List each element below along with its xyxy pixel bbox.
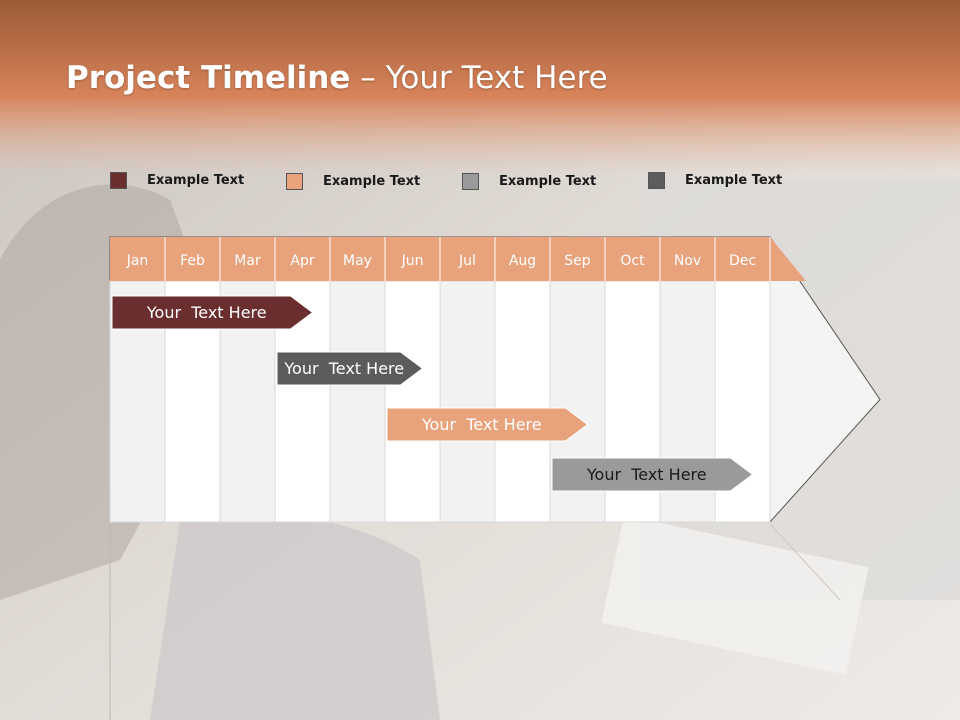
legend-swatch <box>110 172 127 189</box>
task-arrow <box>111 295 314 330</box>
task-arrow <box>551 457 754 492</box>
month-label: Apr <box>290 253 314 269</box>
month-label: Sep <box>564 253 591 269</box>
legend-label: Example Text <box>323 174 421 189</box>
task-label: Your Text Here <box>421 415 542 434</box>
task-arrow <box>386 407 589 442</box>
month-label: Jul <box>458 253 476 269</box>
month-label: Dec <box>729 253 756 269</box>
month-label: Jan <box>126 253 149 269</box>
month-label: Oct <box>620 253 645 269</box>
title-rest: – Your Text Here <box>350 60 608 96</box>
legend-swatch <box>286 173 303 190</box>
task-label: Your Text Here <box>586 465 707 484</box>
page-title: Project Timeline – Your Text Here <box>66 60 608 96</box>
month-column <box>494 280 551 523</box>
month-column <box>329 280 386 523</box>
month-label: May <box>343 253 372 269</box>
legend-swatch <box>462 173 479 190</box>
month-label: Mar <box>234 253 261 269</box>
month-column <box>439 280 496 523</box>
month-label: Nov <box>674 253 701 269</box>
legend-label: Example Text <box>685 173 783 188</box>
task-label: Your Text Here <box>283 359 404 378</box>
legend-swatch <box>648 172 665 189</box>
task-label: Your Text Here <box>146 303 267 322</box>
title-bold: Project Timeline <box>66 60 351 96</box>
reflection-line <box>769 523 841 601</box>
month-label: Aug <box>509 253 536 269</box>
legend-label: Example Text <box>147 173 245 188</box>
month-header-band <box>110 237 806 281</box>
legend-label: Example Text <box>499 174 597 189</box>
month-label: Feb <box>180 253 205 269</box>
month-label: Jun <box>401 253 424 269</box>
task-arrow <box>276 351 424 386</box>
month-column <box>384 280 441 523</box>
